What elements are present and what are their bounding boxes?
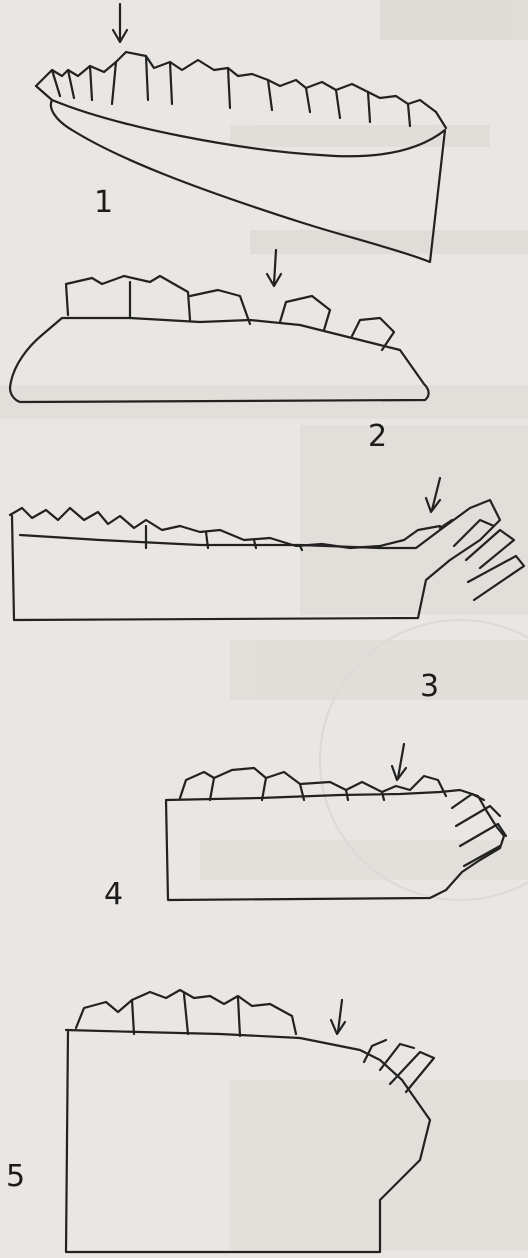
figure-2-label: 2 — [368, 419, 387, 454]
figure-2-arrow — [267, 250, 281, 286]
figure-5-teeth — [76, 990, 434, 1092]
figure-4-arrow — [392, 744, 406, 780]
figure-1-arrow — [113, 4, 127, 42]
figure-4-jaw: 4 — [104, 744, 506, 912]
figure-2-jaw: 2 — [10, 250, 429, 454]
figure-1-label: 1 — [94, 185, 113, 220]
figure-5-label: 5 — [6, 1159, 25, 1194]
figure-3-label: 3 — [420, 669, 439, 704]
figure-4-label: 4 — [104, 877, 123, 912]
figure-5-arrow — [331, 1000, 345, 1034]
figure-2-teeth — [66, 276, 394, 350]
